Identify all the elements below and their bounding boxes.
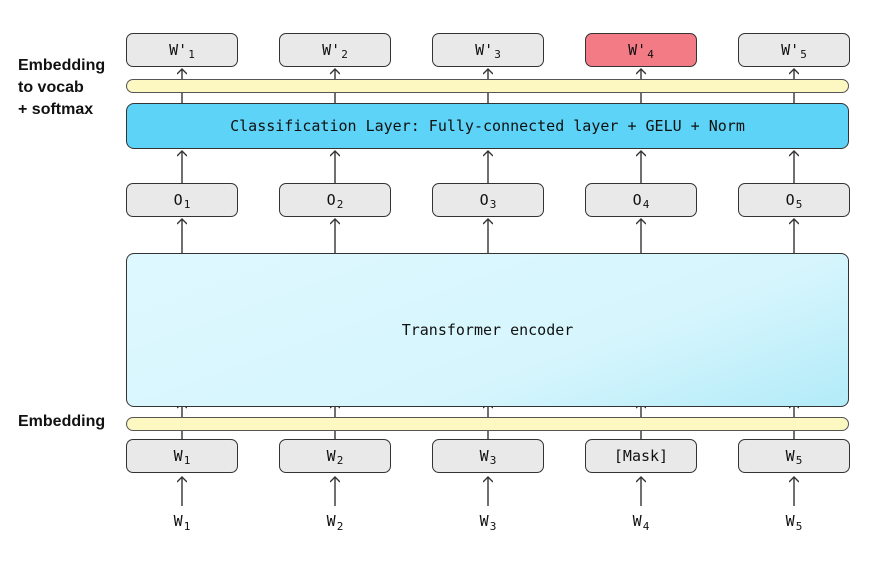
output-token-5-sub: 5	[800, 47, 807, 61]
embedding-label: Embedding	[18, 413, 106, 430]
encoder-output-5-sub: 5	[795, 197, 803, 211]
raw-input-2: W2	[279, 512, 391, 534]
output-token-4-base: W'	[628, 41, 647, 59]
raw-input-2-base: W	[326, 512, 336, 530]
masked-input-5-sub: 5	[795, 453, 803, 467]
vocab-softmax-label-line-2: to vocab	[18, 79, 84, 96]
output-token-3-base: W'	[475, 41, 494, 59]
classification-layer: Classification Layer: Fully-connected la…	[126, 103, 849, 149]
output-token-4-sub: 4	[647, 47, 654, 61]
raw-input-3-sub: 3	[489, 520, 497, 533]
encoder-output-2-sub: 2	[336, 197, 344, 211]
output-token-2-base: W'	[322, 41, 341, 59]
raw-input-5: W5	[738, 512, 850, 534]
output-token-3-sub: 3	[494, 47, 501, 61]
classification-layer-label: Classification Layer: Fully-connected la…	[230, 117, 745, 135]
raw-input-4: W4	[585, 512, 697, 534]
raw-input-1-sub: 1	[183, 520, 191, 533]
output-token-2-sub: 2	[341, 47, 348, 61]
masked-input-3-base: W	[479, 447, 489, 465]
encoder-output-4-sub: 4	[642, 197, 650, 211]
raw-input-3-base: W	[479, 512, 489, 530]
encoder-output-4-base: O	[632, 191, 642, 209]
output-token-1: W'1	[126, 33, 238, 67]
raw-input-2-sub: 2	[336, 520, 344, 533]
raw-input-1-base: W	[173, 512, 183, 530]
encoder-output-2-base: O	[326, 191, 336, 209]
vocab-softmax-label-line-3: + softmax	[18, 101, 94, 118]
output-token-4-highlighted: W'4	[585, 33, 697, 67]
output-token-5-base: W'	[781, 41, 800, 59]
output-token-1-sub: 1	[188, 47, 195, 61]
encoder-output-3-sub: 3	[489, 197, 497, 211]
masked-input-2-sub: 2	[336, 453, 344, 467]
masked-input-4-base: [Mask]	[613, 447, 669, 465]
input-embedding-bar	[126, 417, 849, 431]
masked-input-4-mask-token: [Mask]	[585, 439, 697, 473]
raw-input-5-sub: 5	[795, 520, 803, 533]
output-token-5: W'5	[738, 33, 850, 67]
encoder-output-3-base: O	[479, 191, 489, 209]
encoder-output-5-base: O	[785, 191, 795, 209]
raw-input-4-base: W	[632, 512, 642, 530]
output-token-2: W'2	[279, 33, 391, 67]
raw-input-1: W1	[126, 512, 238, 534]
masked-input-2-base: W	[326, 447, 336, 465]
vocab-embedding-bar	[126, 79, 849, 93]
output-token-1-base: W'	[169, 41, 188, 59]
masked-input-1-sub: 1	[183, 453, 191, 467]
masked-input-5-base: W	[785, 447, 795, 465]
vocab-softmax-label: Embedding to vocab + softmax	[18, 55, 105, 121]
masked-input-3-sub: 3	[489, 453, 497, 467]
raw-input-3: W3	[432, 512, 544, 534]
vocab-softmax-label-line-1: Embedding	[18, 57, 106, 74]
encoder-output-1-base: O	[173, 191, 183, 209]
encoder-output-1-sub: 1	[183, 197, 191, 211]
raw-input-5-base: W	[785, 512, 795, 530]
transformer-encoder-block: Transformer encoder	[126, 253, 849, 407]
masked-input-1-base: W	[173, 447, 183, 465]
transformer-encoder-label: Transformer encoder	[401, 321, 574, 339]
output-token-3: W'3	[432, 33, 544, 67]
raw-input-4-sub: 4	[642, 520, 650, 533]
